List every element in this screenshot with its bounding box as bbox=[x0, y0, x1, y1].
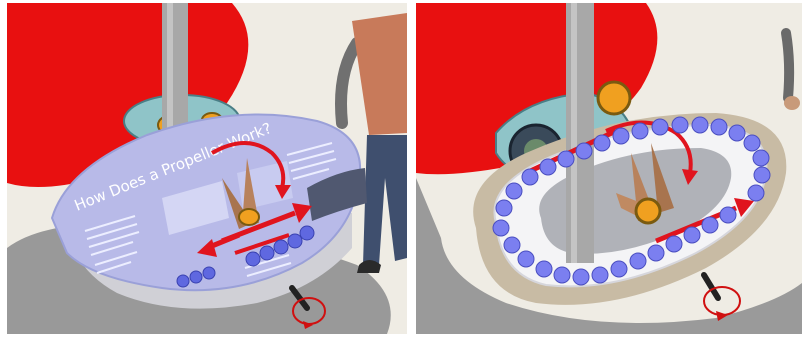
right-scene bbox=[416, 3, 802, 334]
left-scene: How Does a Propeller Work? bbox=[7, 3, 407, 334]
center-pole bbox=[162, 3, 188, 133]
left-render-panel: How Does a Propeller Work? bbox=[7, 3, 407, 334]
right-render-panel bbox=[416, 3, 802, 334]
person-arm bbox=[786, 33, 789, 98]
center-pole bbox=[566, 3, 594, 263]
person-hand bbox=[784, 96, 800, 110]
propeller-hub bbox=[636, 199, 660, 223]
propeller-hub bbox=[239, 209, 259, 225]
orange-gear-top bbox=[598, 82, 630, 114]
